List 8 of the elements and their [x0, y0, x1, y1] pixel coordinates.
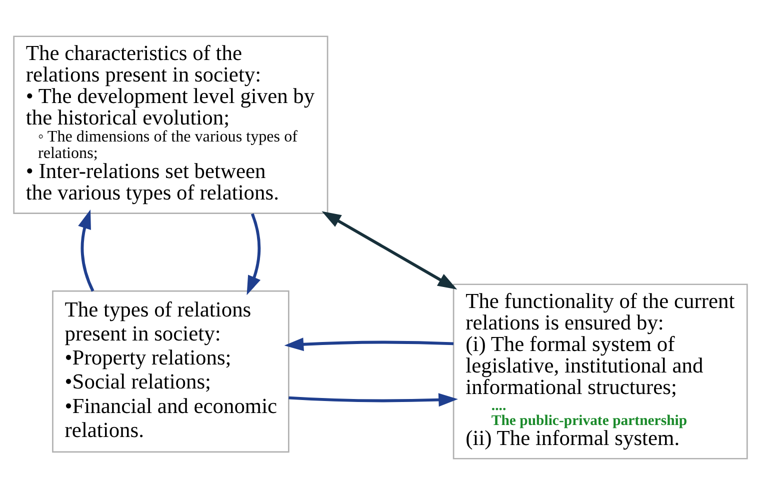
arrow	[284, 337, 454, 351]
node-box: The types of relations present in society: •Property relations; •Social relations; •Financial and economic relations.	[52, 290, 290, 452]
node-box: The characteristics of the relations present in society: • The development level given by the historical evolution; ◦ The dimensions of the various types of relations; • Inter-relations set between the various types of relations.	[13, 35, 328, 214]
arrow	[78, 209, 94, 292]
node-box: The functionality of the current relations is ensured by: (i) The formal system of legislative, institutional and informational structures; .... The public-private partnership (ii) The informal system.	[452, 283, 748, 459]
arrow	[246, 212, 261, 295]
arrow	[288, 392, 458, 406]
arrow	[322, 210, 458, 290]
